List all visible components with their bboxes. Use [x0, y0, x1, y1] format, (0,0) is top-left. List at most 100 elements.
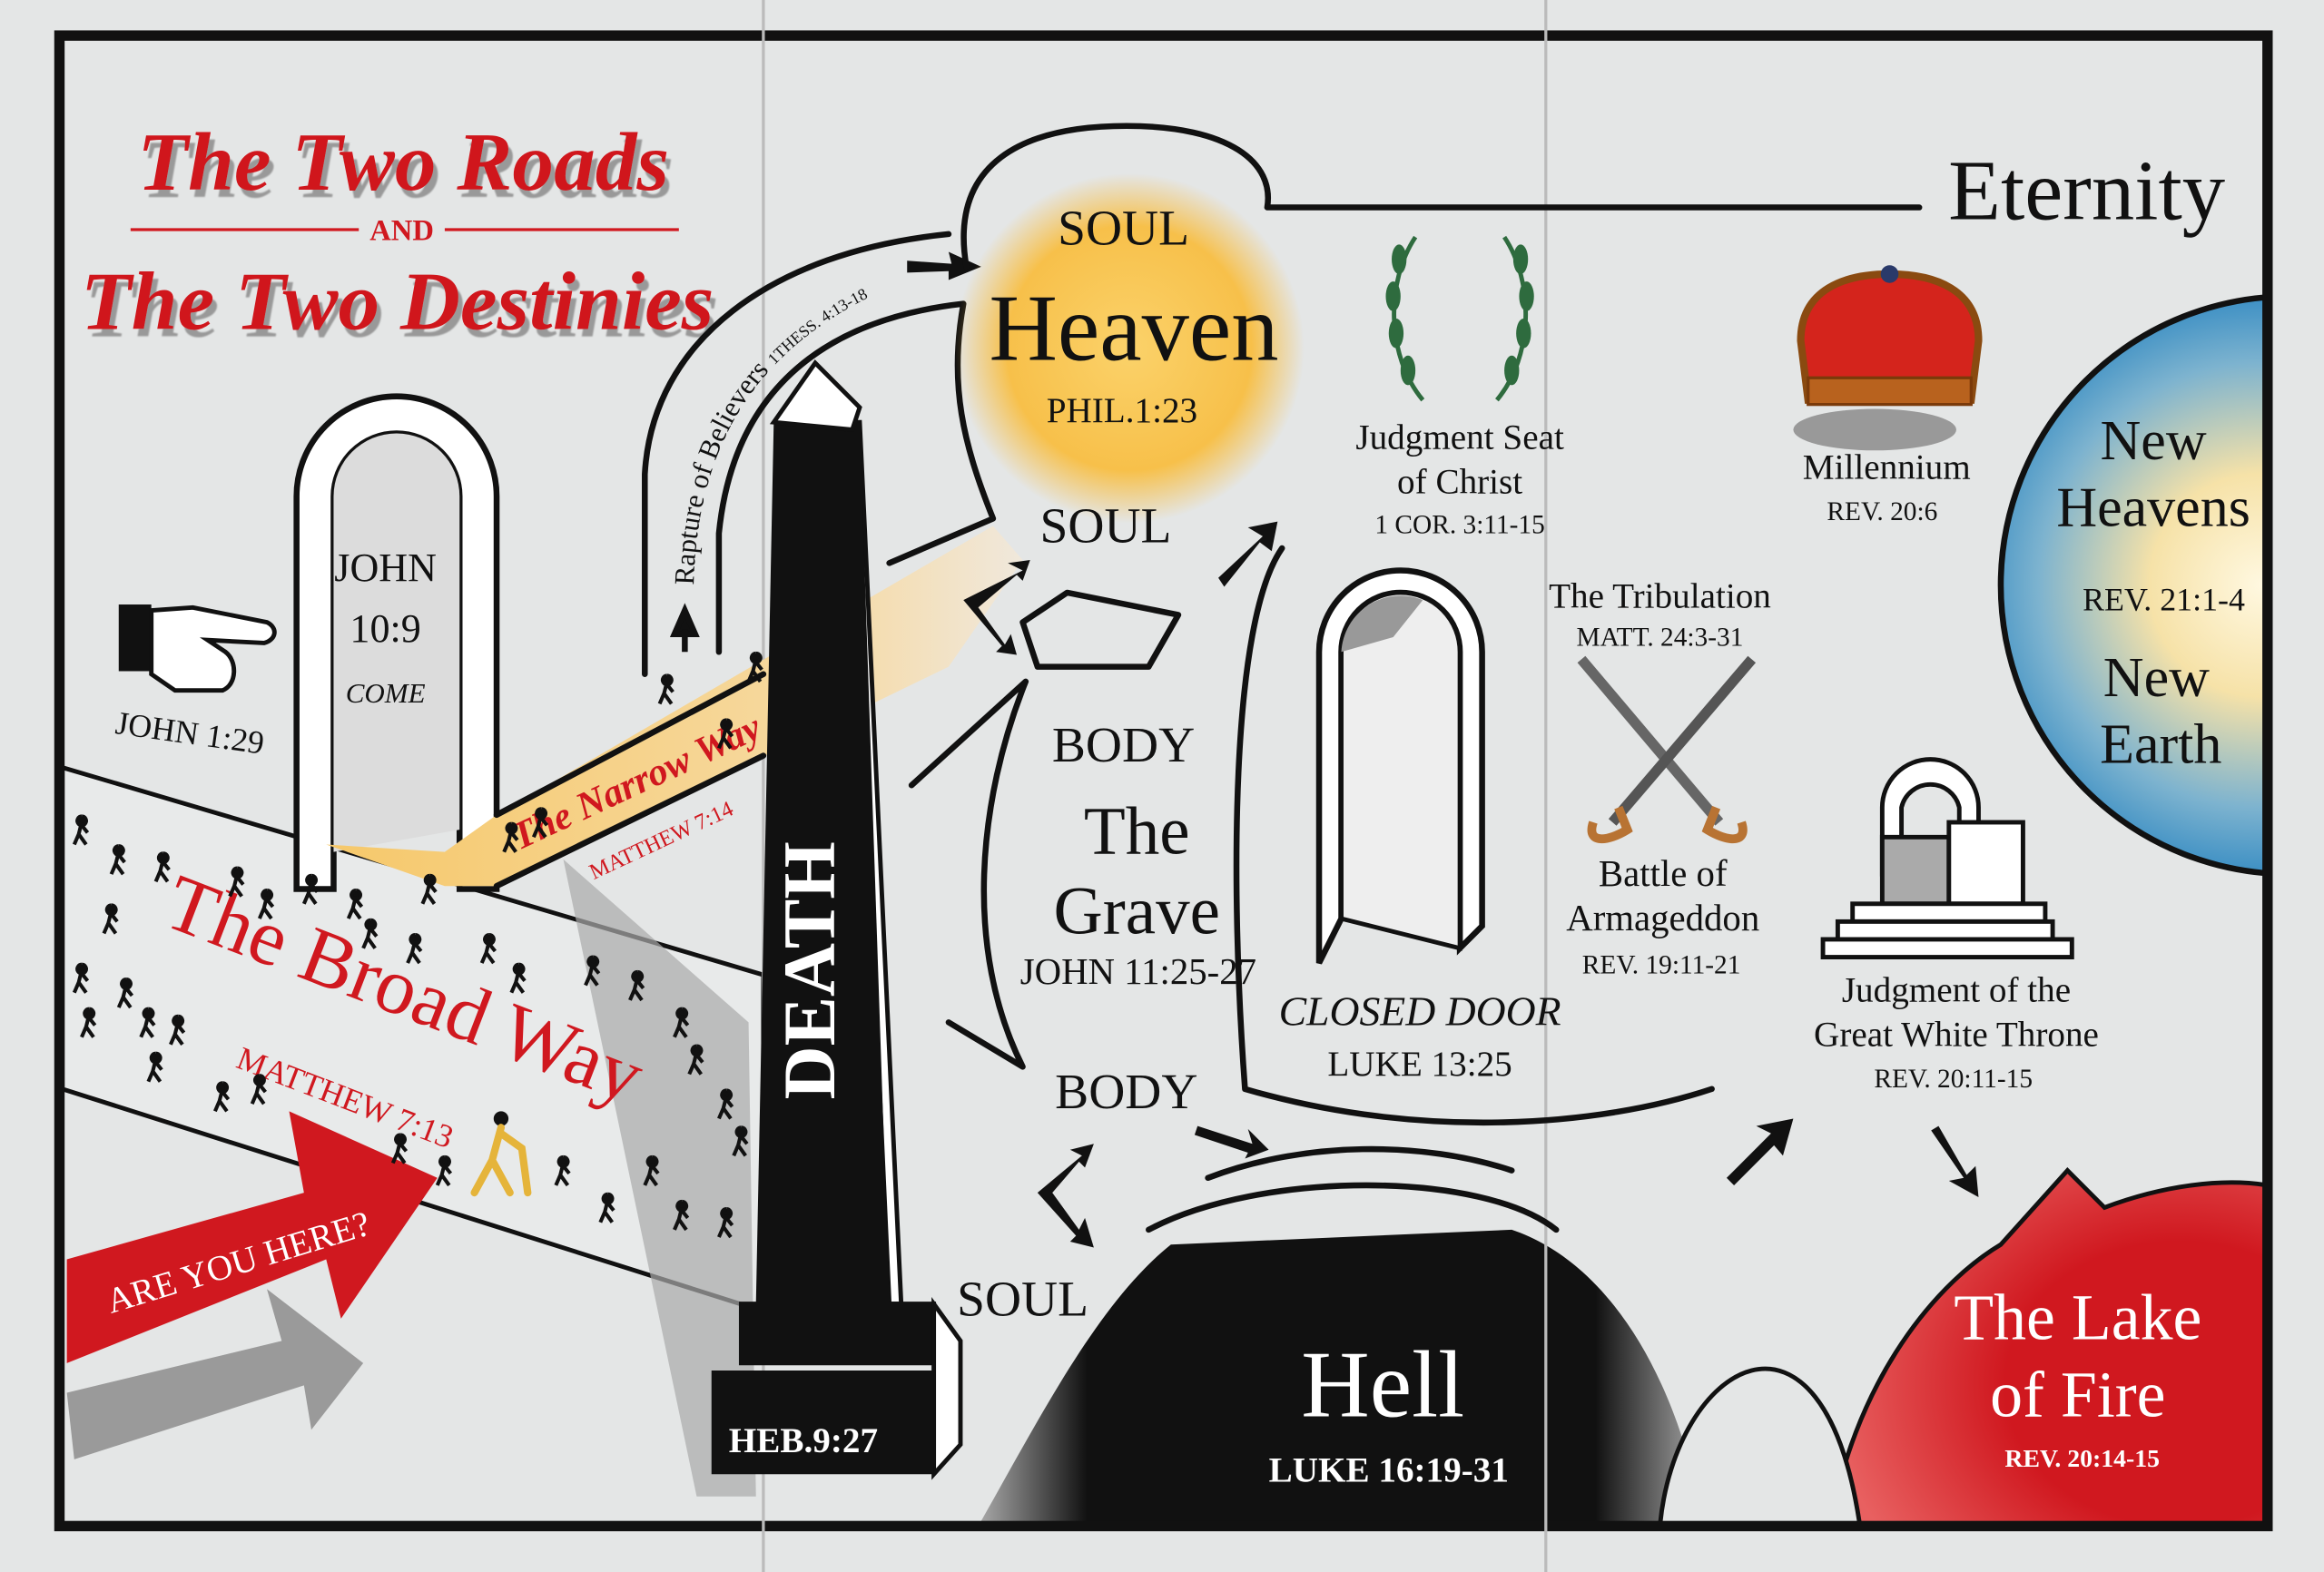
title-and: AND [369, 214, 434, 247]
arrow-icon [1726, 1118, 1794, 1185]
title-line-2: The Two Destinies [81, 255, 714, 347]
millennium-label: Millennium [1803, 447, 1971, 486]
grave-title-1: The [1084, 793, 1190, 869]
laurel-wreath-icon [1385, 235, 1534, 402]
hell-ref: LUKE 16:19-31 [1269, 1450, 1509, 1489]
walker-figure [406, 933, 423, 965]
grave-title-2: Grave [1054, 873, 1220, 948]
new-earth-line-2: Earth [2100, 714, 2221, 776]
death-ref: HEB.9:27 [729, 1421, 878, 1460]
walker-figure [153, 851, 171, 883]
armageddon-line-2: Armageddon [1566, 898, 1759, 938]
rapture-path-inner [715, 300, 997, 655]
walker-figure [435, 1154, 453, 1187]
walker-figure [584, 955, 601, 987]
door-word: COME [346, 677, 426, 709]
grave-soul: SOUL [957, 1272, 1088, 1328]
narrow-way-edge [493, 752, 767, 889]
heaven-outline [960, 123, 1923, 270]
walker-figure [228, 866, 245, 898]
heaven-glow [954, 172, 1305, 524]
judgment-seat-line-2: of Christ [1397, 463, 1522, 502]
tribulation-ref: MATT. 24:3-31 [1577, 624, 1744, 653]
walker-figure [169, 1014, 186, 1046]
walker-figure [657, 673, 675, 705]
walker-figure [628, 969, 645, 1002]
new-heavens-ref: REV. 21:1-4 [2083, 582, 2245, 618]
walker-figure [80, 1007, 97, 1038]
heaven-soul-top: SOUL [1058, 201, 1189, 256]
lake-of-fire-line-1: The Lake [1954, 1282, 2201, 1354]
walker-figure [531, 807, 549, 839]
walker-figure [717, 1207, 734, 1239]
walker-crowd [72, 651, 763, 1239]
white-throne-line-1: Judgment of the [1842, 971, 2071, 1010]
lake-of-fire-shape [1828, 1167, 2265, 1524]
grave-outline [908, 545, 1715, 1126]
heaven-ref: PHIL.1:23 [1047, 391, 1197, 430]
rapture-path-outer [642, 231, 952, 678]
walker-figure [479, 933, 497, 965]
walker-figure [139, 1007, 156, 1038]
title-line-1: The Two Roads [137, 116, 669, 208]
white-throne-icon [1820, 757, 2074, 959]
lake-of-fire-line-2: of Fire [1990, 1359, 2165, 1431]
tribulation-label: The Tribulation [1549, 576, 1771, 615]
lake-of-fire-ref: REV. 20:14-15 [2004, 1445, 2160, 1473]
new-heavens-line-2: Heavens [2056, 477, 2250, 539]
hell-label: Hell [1301, 1332, 1464, 1438]
judgment-seat-ref: 1 COR. 3:11-15 [1374, 511, 1544, 540]
hiker-figure [470, 1111, 532, 1197]
walker-figure [717, 718, 734, 750]
death-shadow [563, 859, 756, 1497]
grave-body-bottom: BODY [1055, 1065, 1197, 1120]
arrow-icon [963, 560, 1030, 655]
hell-mound-white [1658, 1366, 1862, 1524]
crown-icon [1793, 265, 1983, 451]
crossed-swords-icon [1577, 655, 1757, 844]
white-throne-ref: REV. 20:11-15 [1874, 1065, 2033, 1094]
walker-figure [420, 873, 438, 905]
walker-figure [301, 873, 320, 905]
narrow-way-edge [493, 671, 767, 819]
white-throne-line-2: Great White Throne [1814, 1015, 2099, 1054]
walker-figure [673, 1199, 690, 1232]
walker-figure [502, 821, 519, 853]
walker-figure [509, 962, 527, 994]
hell-shape [980, 1229, 1704, 1524]
walker-figure [361, 918, 379, 949]
walker-figure [346, 889, 364, 920]
walker-figure [687, 1044, 704, 1076]
hell-rim [1146, 1145, 1560, 1233]
new-heavens-line-1: New [2101, 410, 2207, 472]
walker-figure [673, 1007, 690, 1038]
walker-figure [257, 889, 275, 920]
walker-figure [146, 1051, 163, 1083]
arrow-icon [1931, 1125, 1979, 1197]
judgment-seat-line-1: Judgment Seat [1355, 418, 1564, 457]
grave-body-top: BODY [1052, 718, 1195, 773]
door-ref-2: 10:9 [350, 606, 420, 651]
millennium-ref: REV. 20:6 [1827, 497, 1937, 526]
closed-door-ref: LUKE 13:25 [1327, 1045, 1512, 1084]
walker-figure [72, 814, 90, 846]
armageddon-ref: REV. 19:11-21 [1582, 951, 1741, 980]
walker-figure [732, 1125, 749, 1157]
grave-ref: JOHN 11:25-27 [1020, 951, 1256, 992]
closed-door-label: CLOSED DOOR [1279, 988, 1561, 1035]
walker-figure [390, 1133, 409, 1164]
armageddon-line-1: Battle of [1599, 853, 1728, 894]
walker-figure [213, 1081, 231, 1113]
walker-figure [102, 903, 119, 935]
walker-figure [717, 1088, 734, 1120]
eternity-label: Eternity [1948, 144, 2225, 239]
death-label: DEATH [768, 841, 851, 1099]
walker-figure [598, 1192, 615, 1223]
arrow-icon [1037, 1144, 1094, 1248]
new-earth-line-1: New [2103, 647, 2210, 709]
walker-figure [116, 977, 134, 1009]
grave-lid [1019, 589, 1182, 670]
door-ref-1: JOHN [334, 545, 437, 590]
walker-figure [643, 1154, 660, 1187]
